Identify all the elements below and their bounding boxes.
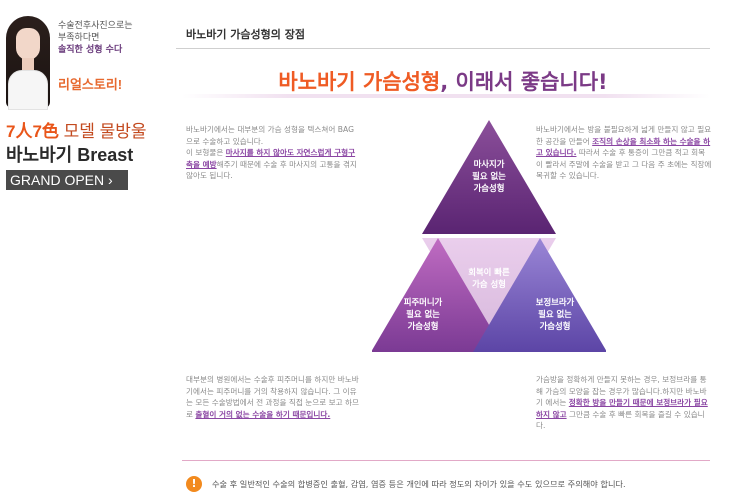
pyramid-center-line2: 가슴 성형 bbox=[472, 279, 506, 289]
recovery-description: 바노바기에서는 방을 불필요하게 넓게 만들지 않고 필요한 공간을 만들어 조… bbox=[536, 124, 712, 182]
drain-desc-highlight: 출혈이 거의 없는 수술을 하기 때문입니다. bbox=[195, 409, 331, 419]
real-story-banner[interactable]: 수술전후사진으로는 부족하다면 솔직한 성형 수다 리얼스토리! bbox=[0, 14, 148, 110]
main-content: 바노바기 가슴성형의 장점 바노바기 가슴성형, 이래서 좋습니다! 바노바기에… bbox=[176, 0, 724, 504]
recovery-desc-a: 바노바기에서는 방을 불필요하게 넓게 만들지 않고 필요한 공간을 만들어 bbox=[536, 125, 712, 146]
massage-desc-highlight: 마사지를 하지 않아도 자연스럽게 구형구축을 예방 bbox=[186, 148, 356, 169]
massage-description: 바노바기에서는 대부분의 가슴 성형을 텍스쳐어 BAG으로 수술하고 있습니다… bbox=[186, 124, 358, 182]
sidebar: 수술전후사진으로는 부족하다면 솔직한 성형 수다 리얼스토리! 7人7色 모델… bbox=[0, 0, 148, 504]
promo-line1-main: 7人7色 bbox=[6, 122, 59, 141]
massage-desc-p2a: 이 보형물은 bbox=[186, 148, 226, 157]
section-title: 바노바기 가슴성형의 장점 bbox=[186, 28, 305, 41]
model-photo bbox=[4, 14, 52, 110]
massage-desc-p2b: 해주기 때문에 수술 후 마사지의 고통을 겪지 않아도 됩니다. bbox=[186, 159, 357, 181]
real-story-description: 수술전후사진으로는 부족하다면 솔직한 성형 수다 bbox=[58, 20, 148, 56]
pyramid-left-line1: 피주머니가 bbox=[403, 297, 443, 307]
promo-line1: 7人7色 모델 물방울 bbox=[6, 122, 147, 142]
headline-rest: , 이래서 좋습니다! bbox=[440, 70, 608, 94]
pyramid-center-line1: 회복이 빠른 bbox=[468, 267, 510, 277]
pyramid-graphic bbox=[371, 120, 607, 352]
advantages-pyramid: 마사지가 필요 없는 가슴성형 회복이 빠른 가슴 성형 피주머니가 필요 없는… bbox=[371, 118, 607, 358]
pyramid-label-left: 피주머니가 필요 없는 가슴성형 bbox=[378, 296, 468, 332]
headline-underline bbox=[182, 94, 710, 98]
triangle-top bbox=[422, 120, 556, 234]
notice-text: 수술 후 일반적인 수술의 합병증인 출혈, 감염, 염증 등은 개인에 따라 … bbox=[212, 479, 626, 489]
promo-line2: 바노바기 Breast bbox=[6, 145, 134, 165]
triangle-right bbox=[473, 238, 607, 352]
chevron-right-icon: › bbox=[108, 172, 113, 188]
pyramid-right-line3: 가슴성형 bbox=[539, 321, 571, 331]
headline: 바노바기 가슴성형, 이래서 좋습니다! bbox=[176, 66, 710, 96]
headline-accent: 바노바기 가슴성형 bbox=[278, 70, 441, 94]
grand-label: GRAND bbox=[10, 172, 61, 188]
recovery-desc-highlight: 조직의 손상을 최소화 하는 수술을 하고 있습니다. bbox=[536, 136, 711, 158]
recovery-desc-b: 따라서 수술 후 통증이 그만큼 적고 회복이 빨라서 주말에 수술을 받고 그… bbox=[536, 148, 712, 180]
avatar-text-line2: 부족하다면 bbox=[58, 33, 100, 43]
triangle-center bbox=[422, 238, 556, 352]
bra-description: 가슴방을 정확하게 만들지 못하는 경우, 보정브라를 통해 가슴의 모양을 잡… bbox=[536, 374, 712, 432]
bra-desc-a: 가슴방을 정확하게 만들지 못하는 경우, 보정브라를 통해 가슴의 모양을 잡… bbox=[536, 375, 707, 407]
breast-model-promo[interactable]: 7人7色 모델 물방울 바노바기 Breast GRAND OPEN › bbox=[6, 122, 147, 190]
pyramid-right-line1: 보정브라가 bbox=[535, 297, 575, 307]
title-divider bbox=[176, 48, 710, 49]
pyramid-top-line1: 마사지가 bbox=[473, 159, 505, 169]
bra-desc-highlight: 정확한 방을 만들기 때문에 보정브라가 필요 하지 않고 bbox=[536, 398, 708, 419]
pyramid-label-center: 회복이 빠른 가슴 성형 bbox=[444, 266, 534, 290]
pyramid-label-right: 보정브라가 필요 없는 가슴성형 bbox=[510, 296, 600, 332]
promo-line1-sub: 모델 물방울 bbox=[58, 122, 147, 141]
notice-divider bbox=[182, 460, 710, 461]
grand-open-button[interactable]: GRAND OPEN › bbox=[6, 170, 128, 190]
avatar-text-line3: 솔직한 성형 수다 bbox=[58, 45, 123, 55]
pyramid-top-line3: 가슴성형 bbox=[473, 183, 505, 193]
open-label: OPEN bbox=[64, 172, 105, 188]
pyramid-left-line3: 가슴성형 bbox=[407, 321, 439, 331]
triangle-left bbox=[371, 238, 505, 352]
pyramid-label-top: 마사지가 필요 없는 가슴성형 bbox=[444, 158, 534, 194]
drain-description: 대부분의 병원에서는 수술후 피주머니를 하지만 바노바기에서는 피주머니를 거… bbox=[186, 374, 362, 420]
warning-icon: ! bbox=[186, 476, 202, 492]
massage-desc-p1: 바노바기에서는 대부분의 가슴 성형을 텍스쳐어 BAG으로 수술하고 있습니다… bbox=[186, 125, 354, 146]
drain-desc-a: 대부분의 병원에서는 수술후 피주머니를 하지만 바노바기에서는 피주머니를 거… bbox=[186, 375, 360, 419]
real-story-link[interactable]: 리얼스토리! bbox=[58, 77, 123, 92]
pyramid-right-line2: 필요 없는 bbox=[538, 309, 572, 319]
pyramid-top-line2: 필요 없는 bbox=[472, 171, 506, 181]
avatar-text-line1: 수술전후사진으로는 bbox=[58, 21, 133, 31]
pyramid-left-line2: 필요 없는 bbox=[406, 309, 440, 319]
caution-notice: ! 수술 후 일반적인 수술의 합병증인 출혈, 감염, 염증 등은 개인에 따… bbox=[186, 474, 710, 494]
bra-desc-b: 그만큼 수술 후 빠른 회복을 즐길 수 있습니다. bbox=[536, 409, 705, 431]
